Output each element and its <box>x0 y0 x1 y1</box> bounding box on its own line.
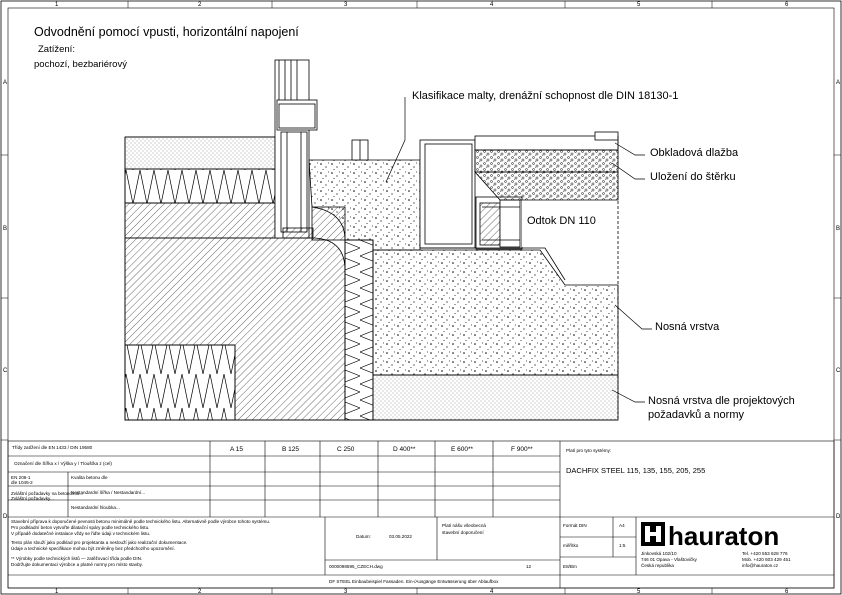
footnote-3: V případě dodatečné instalace vždy se ři… <box>11 531 151 536</box>
suitable-for-label: Platí pro tyto systémy: <box>566 448 612 453</box>
norm-label-1: EN 206-1 <box>11 475 31 480</box>
grid-row-c: C <box>3 368 8 374</box>
compatible-systems: DACHFIX STEEL 115, 135, 155, 205, 255 <box>566 466 706 475</box>
grid-col-5: 5 <box>637 2 641 8</box>
scale-label: měřítko <box>563 543 579 548</box>
left-insulation-band <box>124 168 276 204</box>
format-label: Formát DIN <box>563 523 587 528</box>
drawing-title: Odvodnění pomocí vpusti, horizontální na… <box>34 25 299 39</box>
leader-lines <box>385 97 652 403</box>
grid-row-d: D <box>3 514 8 520</box>
lower-load-bearing-layer <box>372 374 619 421</box>
dimensions-label: Označení dle Šířka x / Výška y / Tloušťk… <box>14 461 112 466</box>
email: info@hauraton.cz <box>742 563 779 568</box>
callout-load-bearing-spec-2: požadavků a normy <box>648 409 744 421</box>
edition: E8/Bm <box>563 564 577 569</box>
grid-col-4-bottom: 4 <box>490 589 494 595</box>
drain-box <box>419 139 476 249</box>
load-value: pochozí, bezbariérový <box>34 59 127 70</box>
date-label: Datum: <box>356 534 371 539</box>
grid-row-c-right: C <box>836 368 841 374</box>
load-class-f900: F 900** <box>511 446 533 453</box>
address-line-3: Česká republika <box>641 563 674 568</box>
phone: Tel. +420 553 628 776 <box>742 551 788 556</box>
grid-col-1-bottom: 1 <box>55 589 59 595</box>
title-block <box>7 440 835 589</box>
footnote-5: Údaje a technické specifikace mohou být … <box>11 546 175 551</box>
drawing-number: 0000098595_CZECH.dwg <box>329 564 383 569</box>
note-special-req-1: Zvláštní požadavky na betonovou... <box>11 491 84 496</box>
footnote-2: Pro podkladní beton vytvořte dilatační s… <box>11 525 150 530</box>
grid-col-2: 2 <box>198 2 202 8</box>
note-special-req-2: Zvláštní požadavky... <box>11 496 54 501</box>
company-logo-text: hauraton <box>668 521 779 551</box>
footer-description: DF STEEL Einbaubeispiel Fassaden. Ein-/A… <box>329 579 499 584</box>
footnote-4: Tento plán slouží jako podklad pro proje… <box>11 540 188 545</box>
mobile: Mob. +420 603 429 451 <box>742 557 791 562</box>
note-concrete-quality: Kvalita betonu dle <box>71 475 108 480</box>
load-class-a15: A 15 <box>230 446 244 453</box>
format-value: A4 <box>619 523 625 528</box>
recommendation-line-1: Platí nášu všeobecná <box>442 523 486 528</box>
callout-load-bearing-layer: Nosná vrstva <box>655 321 720 333</box>
date-value: 03.05.2022 <box>389 534 412 539</box>
left-insulation-lower <box>124 202 276 239</box>
hauraton-logo: hauraton <box>641 521 779 551</box>
grid-col-4: 4 <box>490 2 494 8</box>
grid-col-1: 1 <box>55 2 59 8</box>
footnote-6: ** Výrobky podle technických listů — zat… <box>11 556 143 561</box>
load-class-e600: E 600** <box>451 446 474 453</box>
requirement-width: Nestandardní šířka / Nestandardní... <box>71 490 146 495</box>
grid-col-5-bottom: 5 <box>637 589 641 595</box>
footnote-1: Stavební příprava k doporučené pevnosti … <box>11 519 271 524</box>
callout-load-bearing-spec-1: Nosná vrstva dle projektových <box>648 395 795 407</box>
callout-mortar-classification: Klasifikace malty, drenážní schopnost dl… <box>412 90 679 102</box>
grid-row-a-right: A <box>836 80 840 86</box>
address-line-1: Jinkovská 102/10 <box>641 551 677 556</box>
load-class-c250: C 250 <box>337 446 355 453</box>
grid-row-a: A <box>3 80 7 86</box>
scale-value: 1:5 <box>619 543 626 548</box>
footnote-7: Dodržujte dokumentaci výrobce a platné n… <box>11 562 143 567</box>
grid-col-3-bottom: 3 <box>344 589 348 595</box>
gravel-bed <box>474 149 619 173</box>
grid-row-d-right: D <box>836 514 841 520</box>
norm-label-2: dle 1045-2 <box>11 480 33 485</box>
callout-outlet-dn110: Odtok DN 110 <box>527 215 596 227</box>
callout-gravel-bedding: Uložení do štěrku <box>650 171 736 183</box>
load-bearing-layer <box>372 249 619 376</box>
address-line-2: 746 01 Opava - Vlaštovičky <box>641 557 697 562</box>
load-classes-label: Třídy zatížení dle EN 1433 / DIN 19580 <box>12 445 93 450</box>
sheet-number: 12 <box>526 564 532 569</box>
grid-row-b: B <box>3 226 7 232</box>
grid-col-2-bottom: 2 <box>198 589 202 595</box>
recommendation-line-2: stavební doporučení <box>442 530 484 535</box>
grid-col-6-bottom: 6 <box>785 589 789 595</box>
grid-row-b-right: B <box>836 226 840 232</box>
requirement-depth: Nestandardní hloubka... <box>71 505 120 510</box>
load-class-d400: D 400** <box>393 446 416 453</box>
left-top-slab <box>124 136 276 170</box>
load-label: Zatížení: <box>38 44 75 55</box>
grid-col-3: 3 <box>344 2 348 8</box>
gravel-bed-lower <box>474 171 619 201</box>
callout-paving-tile: Obkladová dlažba <box>650 147 739 159</box>
grid-col-6: 6 <box>785 2 789 8</box>
cross-section <box>124 59 619 421</box>
load-class-b125: B 125 <box>282 446 299 453</box>
